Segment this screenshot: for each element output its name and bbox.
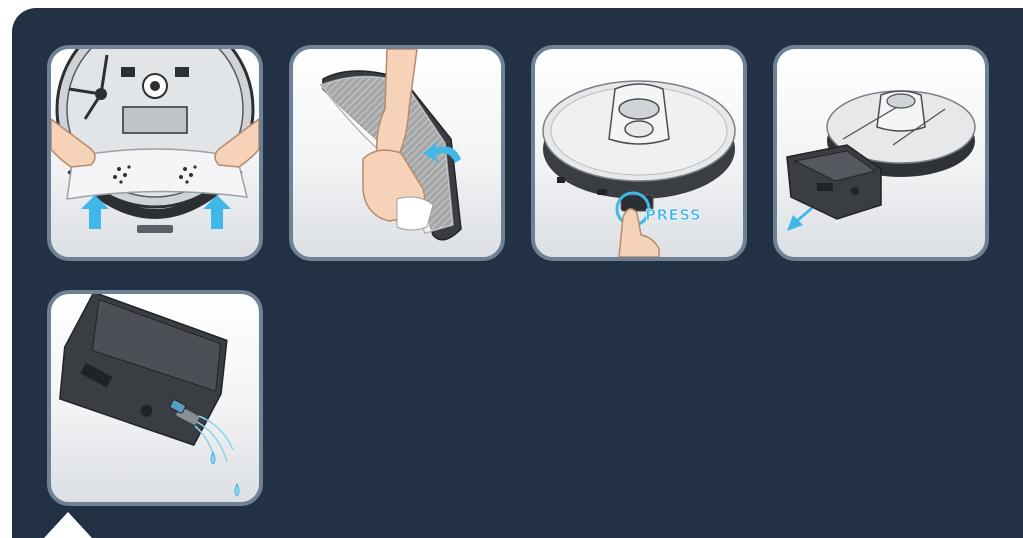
panel-pointer: [44, 512, 92, 538]
step-card-5: [47, 290, 263, 506]
step-card-2: [289, 45, 505, 261]
step-1-illustration: [51, 49, 259, 257]
step-3-illustration: PRESS: [535, 49, 743, 257]
step-card-3: PRESS: [531, 45, 747, 261]
step-5-illustration: [51, 294, 259, 502]
water-drop-icon: [211, 452, 215, 464]
step-card-4: [773, 45, 989, 261]
pull-arrow-icon: [787, 207, 813, 231]
step-card-1: [47, 45, 263, 261]
press-label: PRESS: [645, 206, 701, 224]
water-drop-icon: [235, 484, 239, 496]
step-4-illustration: [777, 49, 985, 257]
step-2-illustration: [293, 49, 501, 257]
